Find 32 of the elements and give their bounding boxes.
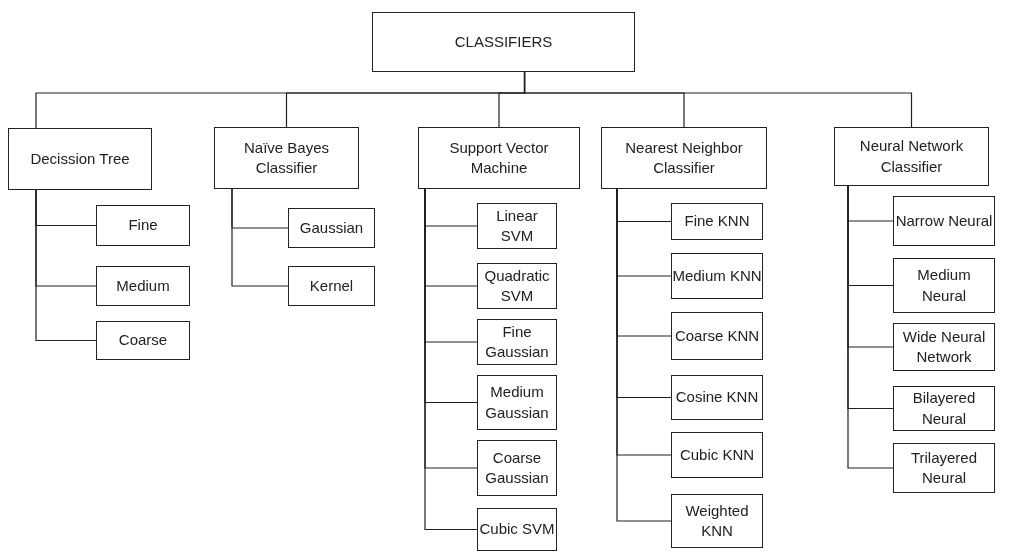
category-box: Nearest Neighbor Classifier: [601, 127, 767, 189]
category-box: Support Vector Machine: [418, 127, 580, 189]
method-box: Medium KNN: [671, 253, 763, 299]
method-box: Narrow Neural: [893, 196, 995, 246]
category-box: Neural Network Classifier: [834, 127, 989, 186]
method-box: Fine KNN: [671, 203, 763, 240]
method-box: Medium Neural: [893, 258, 995, 313]
root-box: CLASSIFIERS: [372, 12, 635, 72]
method-box: Quadratic SVM: [477, 263, 557, 309]
method-box: Fine: [96, 205, 190, 246]
category-box: Decission Tree: [8, 128, 152, 190]
method-box: Kernel: [288, 266, 375, 306]
method-box: Coarse: [96, 321, 190, 360]
method-box: Medium: [96, 266, 190, 306]
method-box: Cosine KNN: [671, 375, 763, 420]
method-box: Coarse Gaussian: [477, 440, 557, 496]
method-box: Trilayered Neural: [893, 443, 995, 493]
method-box: Cubic KNN: [671, 432, 763, 478]
method-box: Bilayered Neural: [893, 386, 995, 431]
category-box: Naïve Bayes Classifier: [214, 127, 359, 189]
connector-line: [231, 188, 289, 287]
method-box: Weighted KNN: [671, 494, 763, 548]
method-box: Medium Gaussian: [477, 375, 557, 430]
connector-line: [523, 71, 913, 128]
method-box: Wide Neural Network: [893, 323, 995, 371]
method-box: Cubic SVM: [477, 508, 557, 551]
method-box: Linear SVM: [477, 203, 557, 249]
method-box: Gaussian: [288, 208, 375, 248]
connector-line: [35, 189, 97, 342]
method-box: Coarse KNN: [671, 312, 763, 360]
connector-line: [847, 185, 894, 469]
method-box: Fine Gaussian: [477, 319, 557, 365]
